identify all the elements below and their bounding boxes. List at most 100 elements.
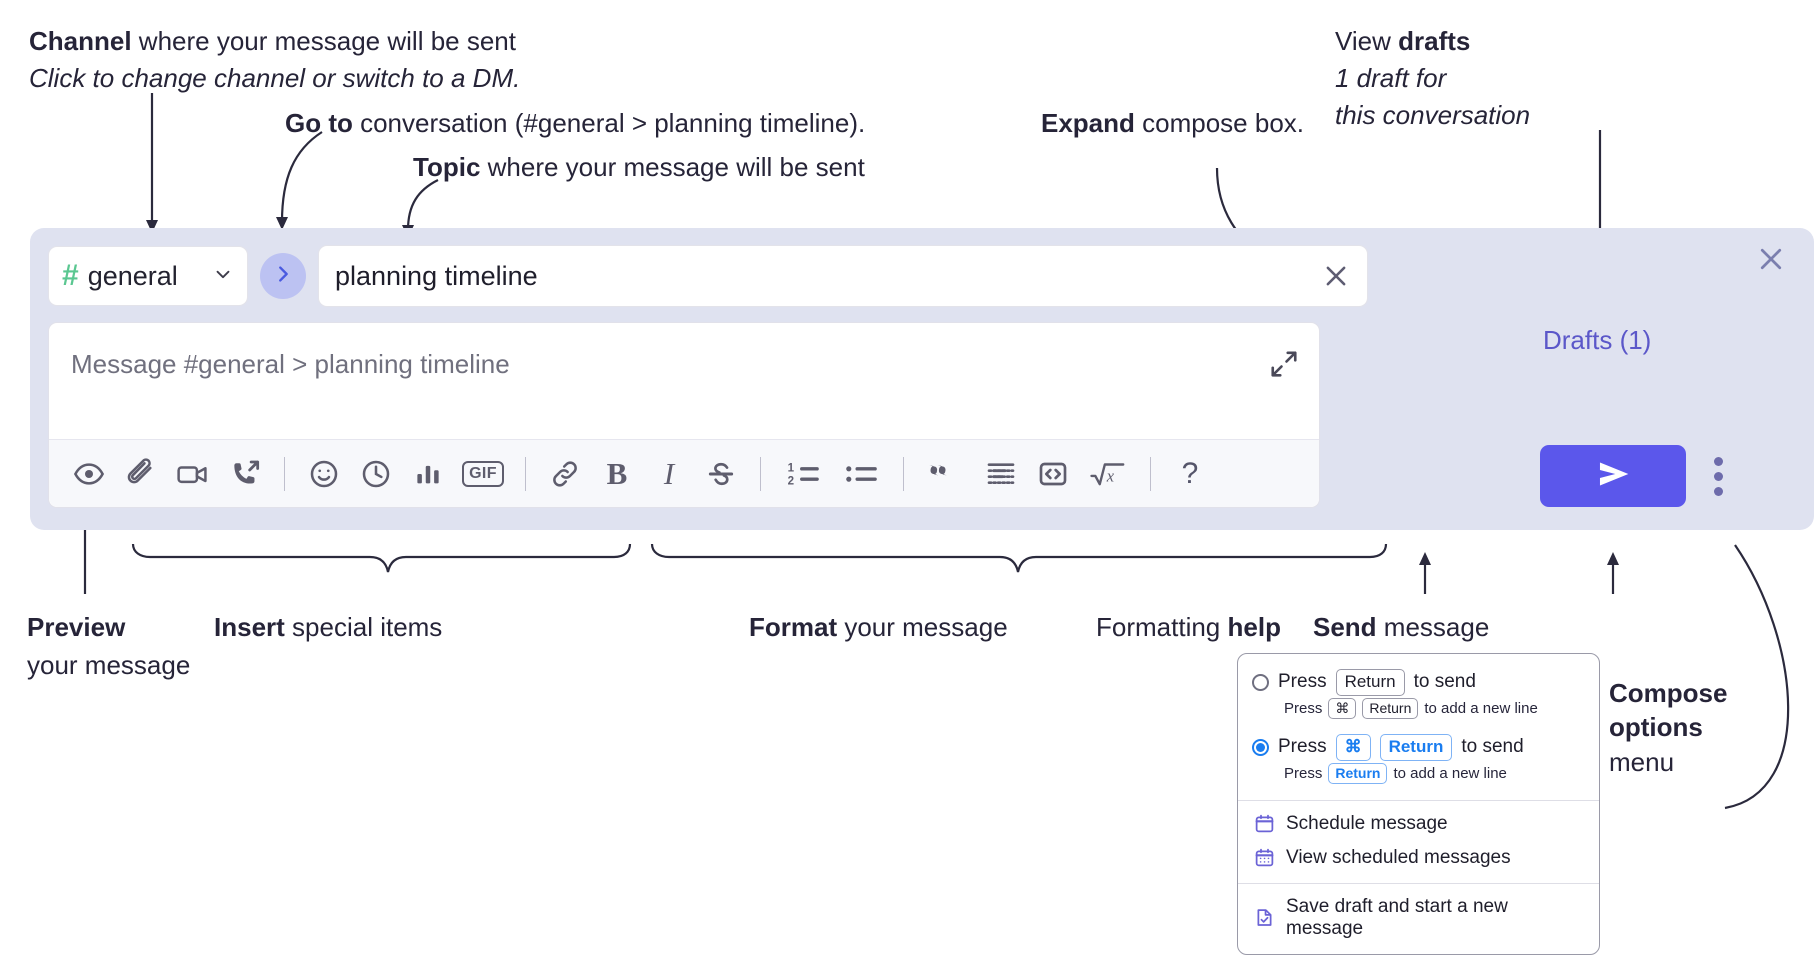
expand-diagonal-icon[interactable] xyxy=(1269,349,1299,379)
annotation-channel-sub: Click to change channel or switch to a D… xyxy=(29,62,521,93)
calendar-schedule-icon xyxy=(1254,813,1275,834)
send-option-cmd-return[interactable]: Press ⌘ Return to send xyxy=(1238,727,1599,761)
separator-4 xyxy=(903,456,904,491)
svg-text:1: 1 xyxy=(788,462,795,474)
call-icon[interactable] xyxy=(219,448,271,500)
annotation-drafts-sub2: this conversation xyxy=(1335,99,1531,130)
formatting-help-icon[interactable]: ? xyxy=(1164,448,1216,500)
menu-divider-1 xyxy=(1238,799,1599,801)
topic-input[interactable]: planning timeline xyxy=(318,245,1368,307)
annotation-insert: Insert special items xyxy=(214,610,442,645)
menu-item-view-scheduled-messages[interactable]: View scheduled messages xyxy=(1238,841,1599,875)
message-placeholder: Message #general > planning timeline xyxy=(71,349,510,379)
bold-icon[interactable]: B xyxy=(591,448,643,500)
annotation-help-pre: Formatting xyxy=(1096,612,1228,642)
blockquote-icon[interactable] xyxy=(917,448,975,500)
annotation-drafts-lead: drafts xyxy=(1398,26,1471,56)
kebab-dot-2 xyxy=(1713,471,1723,481)
annotation-channel-rest: where your message will be sent xyxy=(131,26,516,56)
link-icon[interactable] xyxy=(539,448,591,500)
compose-header-row: # general planning timeline xyxy=(48,245,1368,307)
annotation-compose-sub: menu xyxy=(1609,746,1675,777)
separator-2 xyxy=(525,456,526,491)
annotation-send: Send message xyxy=(1313,610,1489,645)
drafts-link[interactable]: Drafts (1) xyxy=(1543,325,1652,355)
send-option-return[interactable]: Press Return to send xyxy=(1238,666,1599,696)
chevron-down-icon xyxy=(212,263,234,290)
menu-item-schedule-message[interactable]: Schedule message xyxy=(1238,807,1599,841)
annotation-insert-lead: Insert xyxy=(214,612,285,642)
key-command: ⌘ xyxy=(1335,733,1371,761)
annotation-insert-rest: special items xyxy=(284,612,443,642)
bulleted-list-icon[interactable] xyxy=(832,448,890,500)
hint-press-label: Press xyxy=(1284,764,1323,782)
save-draft-icon xyxy=(1254,907,1275,928)
radio-unselected[interactable] xyxy=(1252,673,1269,691)
annotation-goto-rest: conversation (#general > planning timeli… xyxy=(352,108,866,138)
attachment-icon[interactable] xyxy=(115,448,167,500)
hint-tail-label: to add a new line xyxy=(1424,699,1538,717)
formatting-toolbar: GIF B I 1 2 xyxy=(49,439,1319,507)
code-block-icon[interactable] xyxy=(975,448,1027,500)
annotation-drafts: View drafts 1 draft for this conversatio… xyxy=(1335,24,1530,132)
key-return: Return xyxy=(1362,697,1419,719)
compose-options-button[interactable] xyxy=(1700,452,1736,500)
option-tail-label: to send xyxy=(1413,671,1476,693)
send-button[interactable] xyxy=(1540,445,1686,507)
channel-name: general xyxy=(87,260,178,291)
question-mark-label: ? xyxy=(1181,456,1199,490)
annotation-goto: Go to conversation (#general > planning … xyxy=(285,106,865,141)
annotation-format-lead: Format xyxy=(749,612,838,642)
annotation-send-rest: message xyxy=(1376,612,1490,642)
annotation-help: Formatting help xyxy=(1096,610,1281,645)
gif-label: GIF xyxy=(462,460,504,487)
italic-label: I xyxy=(663,455,675,491)
annotation-compose-lead2: options xyxy=(1609,712,1703,743)
annotation-expand-lead: Expand xyxy=(1041,108,1135,138)
annotation-topic: Topic where your message will be sent xyxy=(413,150,865,185)
key-command: ⌘ xyxy=(1328,697,1357,719)
annotation-format: Format your message xyxy=(749,610,1008,645)
compose-options-menu: Press Return to send Press ⌘ Return to a… xyxy=(1237,653,1600,955)
key-return: Return xyxy=(1379,733,1453,761)
annotation-compose-lead1: Compose xyxy=(1609,678,1728,708)
calendar-grid-icon xyxy=(1254,847,1275,868)
close-icon[interactable] xyxy=(1321,261,1351,291)
annotation-topic-lead: Topic xyxy=(413,152,481,182)
kebab-dot-3 xyxy=(1713,486,1723,496)
option-tail-label: to send xyxy=(1461,736,1524,758)
hint-press-label: Press xyxy=(1284,699,1323,717)
math-icon[interactable]: x xyxy=(1079,448,1137,500)
annotation-preview-lead: Preview xyxy=(27,612,126,642)
ordered-list-icon[interactable]: 1 2 xyxy=(774,448,832,500)
option-press-label: Press xyxy=(1278,671,1327,693)
option-press-label: Press xyxy=(1278,736,1327,758)
preview-icon[interactable] xyxy=(63,448,115,500)
annotation-goto-lead: Go to xyxy=(285,108,353,138)
key-return: Return xyxy=(1328,762,1388,784)
annotation-compose-options: Compose options menu xyxy=(1609,676,1727,779)
gif-icon[interactable]: GIF xyxy=(454,448,512,500)
emoji-icon[interactable] xyxy=(298,448,350,500)
strikethrough-icon[interactable] xyxy=(695,448,747,500)
message-input-area[interactable]: Message #general > planning timeline xyxy=(48,322,1320,508)
goto-conversation-button[interactable] xyxy=(260,253,306,299)
annotation-help-lead: help xyxy=(1227,612,1281,642)
poll-icon[interactable] xyxy=(402,448,454,500)
annotation-topic-rest: where your message will be sent xyxy=(480,152,865,182)
radio-selected[interactable] xyxy=(1252,738,1269,756)
annotation-channel-lead: Channel xyxy=(29,26,132,56)
close-icon[interactable] xyxy=(1754,242,1788,276)
hint-tail-label: to add a new line xyxy=(1393,764,1507,782)
menu-item-save-draft[interactable]: Save draft and start a new message xyxy=(1238,890,1599,946)
inline-code-icon[interactable] xyxy=(1027,448,1079,500)
kebab-dot-1 xyxy=(1713,456,1723,466)
video-icon[interactable] xyxy=(167,448,219,500)
channel-picker[interactable]: # general xyxy=(48,246,248,306)
topic-value: planning timeline xyxy=(335,260,538,291)
annotation-drafts-sub1: 1 draft for xyxy=(1335,62,1447,93)
italic-icon[interactable]: I xyxy=(643,448,695,500)
annotation-drafts-pre: View xyxy=(1335,26,1399,56)
reminder-clock-icon[interactable] xyxy=(350,448,402,500)
